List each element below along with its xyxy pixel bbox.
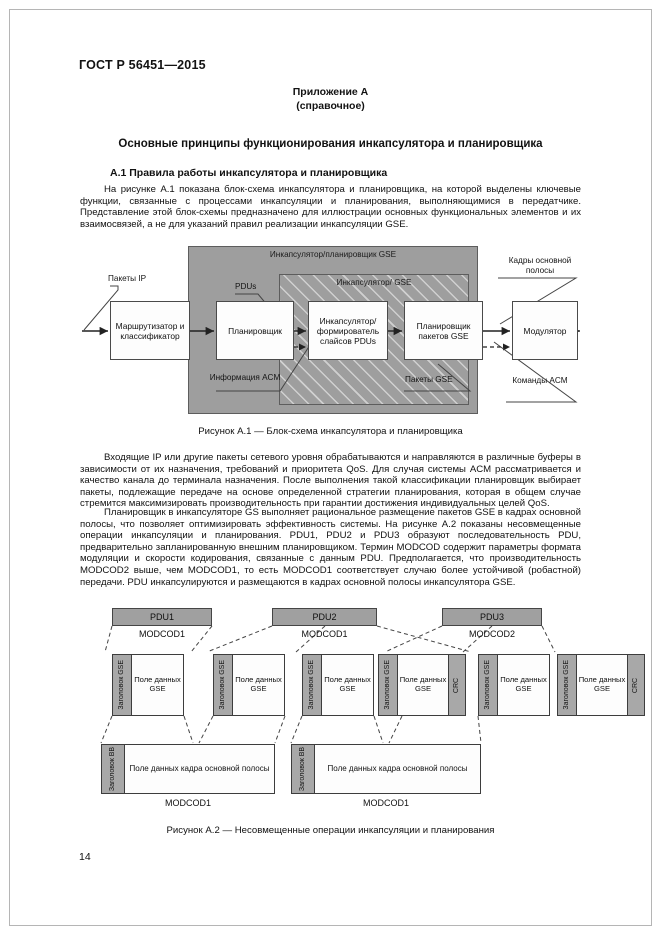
figure-a2: PDU1 PDU2 PDU3 MODCOD1 MODCOD1 MODCOD2 З… [95, 604, 645, 816]
gse-payload-6: Поле данных GSE [577, 655, 627, 715]
block-scheduler: Планировщик [216, 301, 294, 360]
figure-a1-caption: Рисунок А.1 — Блок-схема инкапсулятора и… [198, 426, 463, 437]
bb-payload-1: Поле данных кадра основной полосы [129, 764, 270, 774]
gse-header-label: Заголовок GSE [308, 660, 316, 710]
paragraph-2: Входящие IP или другие пакеты сетевого у… [80, 452, 581, 510]
gse-payload-1: Поле данных GSE [132, 655, 183, 715]
gse-payload-4: Поле данных GSE [398, 655, 448, 715]
gse-packet-1: Заголовок GSE Поле данных GSE [112, 654, 184, 716]
gse-header-label: Заголовок GSE [384, 660, 392, 710]
document-standard-id: ГОСТ Р 56451—2015 [79, 58, 206, 72]
subsection-title: А.1 Правила работы инкапсулятора и плани… [110, 167, 388, 179]
figure-a1-connectors [82, 277, 580, 403]
label-pdus: PDUs [235, 282, 257, 291]
pdu-modcod-3: MODCOD2 [468, 629, 515, 639]
figure-a1: Инкапсулятор/планировщик GSE Инкапсулято… [80, 246, 580, 414]
bb-payload-2: Поле данных кадра основной полосы [327, 764, 468, 774]
annex-sublabel: (справочное) [296, 100, 365, 112]
pdu-block-1: PDU1 [112, 608, 212, 626]
pdu-modcod-1: MODCOD1 [138, 629, 185, 639]
paragraph-1: На рисунке А.1 показана блок-схема инкап… [80, 184, 581, 230]
figure-a2-connectors [100, 625, 556, 744]
label-acm-commands: Команды ACM [512, 376, 568, 385]
pdu-block-2: PDU2 [272, 608, 377, 626]
gse-header-6: Заголовок GSE [558, 655, 577, 715]
page-number: 14 [79, 851, 91, 863]
gse-packet-3: Заголовок GSE Поле данных GSE [302, 654, 374, 716]
bb-header-label: Заголовок ВВ [299, 746, 307, 792]
label-ip-packets: Пакеты IP [108, 274, 147, 283]
block-gse-packet-scheduler: Планировщик пакетов GSE [404, 301, 483, 360]
gse-header-2: Заголовок GSE [214, 655, 233, 715]
gse-packet-5: Заголовок GSE Поле данных GSE [478, 654, 550, 716]
figure-a2-caption: Рисунок А.2 — Несовмещенные операции инк… [166, 825, 495, 836]
annex-title: Основные принципы функционирования инкап… [118, 138, 543, 150]
gse-header-4: Заголовок GSE [379, 655, 398, 715]
annex-label: Приложение А [292, 86, 369, 98]
block-router-classifier: Маршрутизатор и классификатор [110, 301, 190, 360]
crc-label: CRC [632, 677, 640, 693]
baseband-frame-1: Заголовок ВВ Поле данных кадра основной … [101, 744, 275, 794]
gse-header-5: Заголовок GSE [479, 655, 498, 715]
gse-crc-6: CRC [627, 655, 644, 715]
block-encapsulator-slicer: Инкапсулятор/ формирователь слайсов PDUs [308, 301, 388, 360]
bb-header-1: Заголовок ВВ [102, 745, 125, 793]
gse-header-label: Заголовок GSE [219, 660, 227, 710]
gse-payload-5: Поле данных GSE [498, 655, 549, 715]
baseband-modcod-1: MODCOD1 [164, 798, 211, 808]
gse-payload-3: Поле данных GSE [322, 655, 373, 715]
bb-header-label: Заголовок ВВ [109, 746, 117, 792]
label-gse-packets: Пакеты GSE [405, 375, 453, 384]
label-baseband-frames: Кадры основной полосы [508, 256, 572, 275]
pdu-modcod-2: MODCOD1 [301, 629, 348, 639]
label-acm-info: Информация ACM [209, 373, 281, 382]
gse-crc-4: CRC [448, 655, 465, 715]
gse-packet-4: Заголовок GSE Поле данных GSE CRC [378, 654, 466, 716]
baseband-modcod-2: MODCOD1 [362, 798, 409, 808]
crc-label: CRC [453, 677, 461, 693]
bb-header-2: Заголовок ВВ [292, 745, 315, 793]
gse-header-label: Заголовок GSE [563, 660, 571, 710]
gse-header-label: Заголовок GSE [118, 660, 126, 710]
gse-packet-6: Заголовок GSE Поле данных GSE CRC [557, 654, 645, 716]
gse-encapsulator-label: Инкапсулятор/ GSE [336, 278, 412, 287]
gse-header-1: Заголовок GSE [113, 655, 132, 715]
baseband-frame-2: Заголовок ВВ Поле данных кадра основной … [291, 744, 481, 794]
gse-header-3: Заголовок GSE [303, 655, 322, 715]
gse-encapsulator-scheduler-label: Инкапсулятор/планировщик GSE [269, 250, 397, 259]
gse-packet-2: Заголовок GSE Поле данных GSE [213, 654, 285, 716]
gse-header-label: Заголовок GSE [484, 660, 492, 710]
pdu-block-3: PDU3 [442, 608, 542, 626]
paragraph-3: Планировщик в инкапсуляторе GS выполняет… [80, 507, 581, 588]
block-modulator: Модулятор [512, 301, 578, 360]
gse-payload-2: Поле данных GSE [233, 655, 284, 715]
